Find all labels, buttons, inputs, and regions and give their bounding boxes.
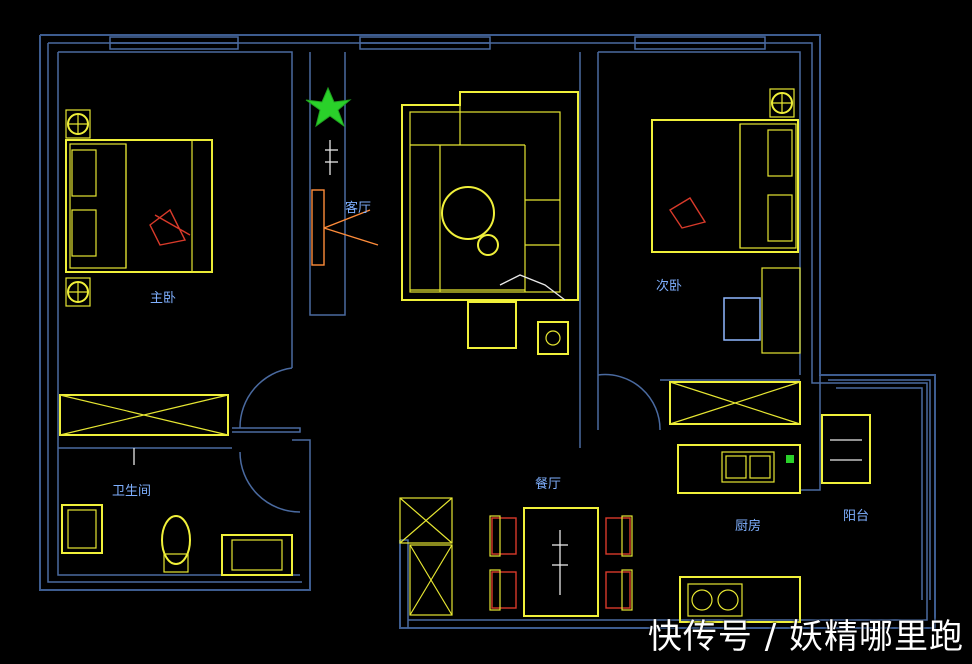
second-bedroom-furniture — [651, 88, 801, 425]
room-label-living-room-side: 客厅 — [345, 200, 371, 216]
room-label-bathroom: 卫生间 — [112, 484, 151, 499]
walls — [39, 34, 936, 629]
kitchen-furniture — [677, 444, 801, 623]
bathroom-furniture — [61, 448, 293, 576]
room-label-dining-room: 餐厅 — [535, 476, 561, 492]
watermark: 快传号 / 妖精哪里跑 — [647, 617, 964, 657]
plant — [305, 86, 352, 128]
master-bedroom-furniture — [59, 109, 229, 436]
room-label-second-bedroom: 次卧 — [656, 278, 682, 294]
dining-room-furniture — [399, 497, 633, 617]
balcony-furniture — [821, 414, 871, 484]
room-label-kitchen: 厨房 — [735, 518, 761, 534]
room-label-master-bedroom: 主卧 — [150, 291, 176, 306]
living-room-furniture — [401, 91, 579, 355]
room-label-balcony: 阳台 — [843, 509, 869, 524]
tv-cabinet — [311, 140, 379, 266]
